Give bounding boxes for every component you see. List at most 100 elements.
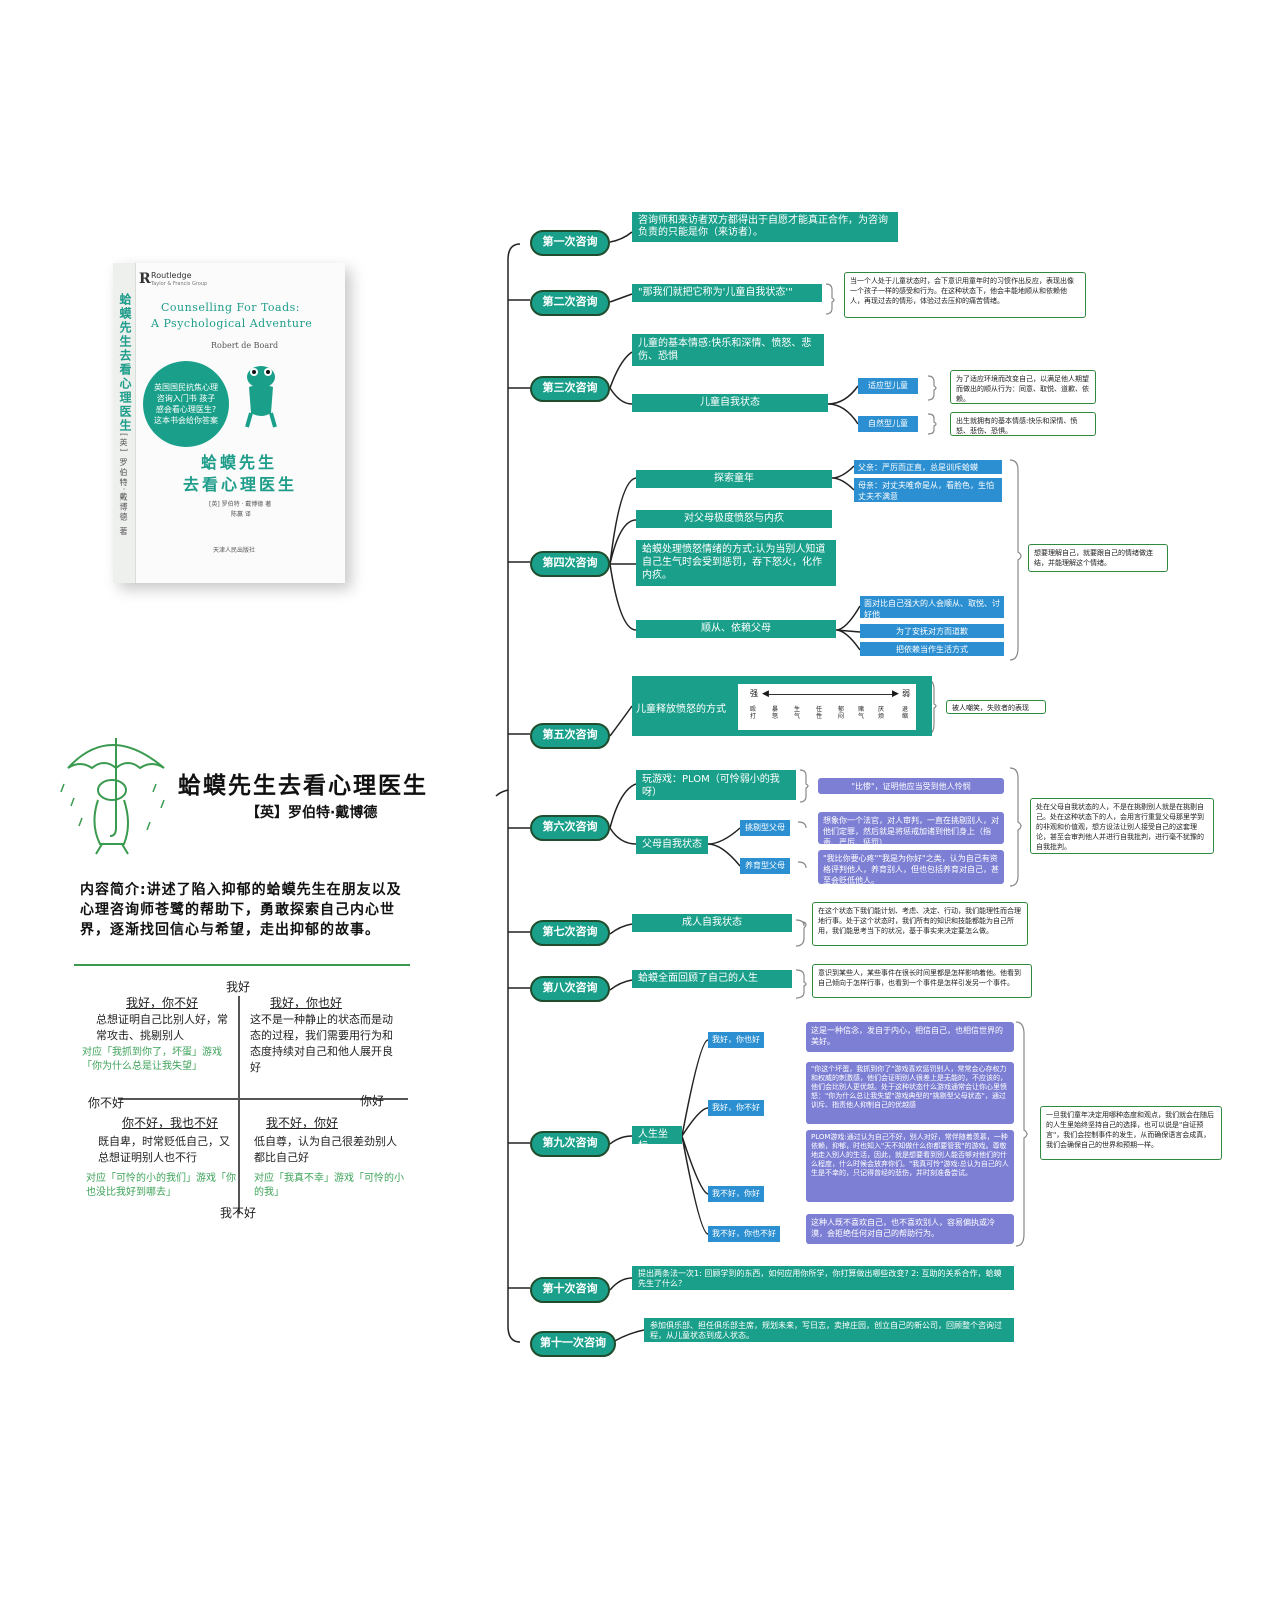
quad-q4-note: 对应「我真不幸」游戏「可怜的小的我」 xyxy=(254,1173,404,1198)
s4-obey-stronger[interactable]: 面对比自己强大的人会顺从、取悦、讨好他 xyxy=(860,596,1004,619)
page-author: 【英】罗伯特·戴博德 xyxy=(246,805,378,821)
press: 天津人民出版社 xyxy=(213,547,256,554)
session-10-node[interactable]: 第十次咨询 xyxy=(530,1277,610,1303)
s5-scale-item: 郁闷 xyxy=(838,706,845,720)
s5-release-anger-label: 儿童释放愤怒的方式 xyxy=(636,704,726,715)
s3-adapted-child-note: 为了适应环境而改变自己，以满足他人期望而做出的顺从行为：同意、取悦、道歉、依赖。 xyxy=(950,370,1096,404)
s3-natural-child-note: 出生就拥有的基本情感:快乐和深情、愤怒、悲伤、恐惧。 xyxy=(950,412,1096,436)
s6-nurturing-parent[interactable]: 养育型父母 xyxy=(740,858,790,874)
s6-critical-parent-note: 想象你一个法官，对人审判，一直在挑剔别人，对他们定罪，然后就是将惩戒加诸到他们身… xyxy=(818,812,1004,847)
quad-q4-title: 我不好，你好 xyxy=(266,1116,339,1130)
s5-note: 被人嘲笑，失败者的表现 xyxy=(946,700,1046,714)
session-11-node[interactable]: 第十一次咨询 xyxy=(530,1331,616,1357)
s4-mother[interactable]: 母亲：对丈夫唯命是从，看脸色，生怕丈夫不满意 xyxy=(854,478,1002,502)
quad-vertical-axis xyxy=(238,996,240,1214)
s11-topic[interactable]: 参加俱乐部、担任俱乐部主席，规划未来，写日志，卖掉庄园，创立自己的新公司，回顾整… xyxy=(644,1318,1014,1342)
session-1-node[interactable]: 第一次咨询 xyxy=(530,230,610,256)
session-9-node[interactable]: 第九次咨询 xyxy=(530,1131,610,1157)
translator: 陈赢 译 xyxy=(231,511,251,518)
routledge-logo-icon: R xyxy=(139,271,151,287)
publisher-en-sub: Taylor & Francis Group xyxy=(151,281,208,287)
s9-notok-ok-text: PLOM游戏:通过认为自己不好，别人对好，常伴随着羡慕，一种依赖，抑郁，时也知入… xyxy=(806,1130,1014,1202)
s8-note: 意识到某些人，某些事件在很长时间里都是怎样影响着他。他看到自己倾向于怎样行事，也… xyxy=(812,964,1032,998)
session-7-node[interactable]: 第七次咨询 xyxy=(530,920,610,946)
s5-arrow-left-icon: ◀ xyxy=(762,689,769,699)
session-5-node[interactable]: 第五次咨询 xyxy=(530,723,610,749)
s9-ok-ok-text: 这是一种信念，发自于内心，相信自己，也相信世界的美好。 xyxy=(806,1022,1014,1052)
title-cn-1: 蛤蟆先生 xyxy=(201,453,278,472)
quad-left-axis-label: 你不好 xyxy=(88,1096,125,1110)
s5-scale-item: 暴怒 xyxy=(772,706,779,720)
quad-bottom-axis-label: 我不好 xyxy=(220,1206,257,1220)
session-6-node[interactable]: 第六次咨询 xyxy=(530,815,610,841)
s9-note: 一旦我们童年决定用哪种态度和观点，我们就会在随后的人生里始终坚持自己的选择，也可… xyxy=(1040,1106,1222,1160)
quad-horizontal-axis xyxy=(118,1098,408,1100)
book-cover: 朗 读 R Routledge Taylor & Francis Group C… xyxy=(113,263,345,583)
quad-top-axis-label: 我好 xyxy=(226,980,251,994)
quad-q2-title: 我好，你也好 xyxy=(270,996,343,1010)
s1-topic[interactable]: 咨询师和来访者双方都得出于自愿才能真正合作，为咨询负责的只能是你（来访者）。 xyxy=(632,212,898,242)
quad-right-axis-label: 你好 xyxy=(360,1094,385,1108)
s9-ok-notok-text: "你这个坏蛋，我抓到你了"游戏喜欢惩罚别人，常常会心存权力和权威的刺激感，他们会… xyxy=(806,1062,1014,1124)
quad-q1-title: 我好，你不好 xyxy=(126,996,199,1010)
quad-q2-text: 这不是一种静止的状态而是动态的过程，我们需要用行为和态度持续对自己和他人展开良好 xyxy=(250,1013,393,1074)
s6-note: 处在父母自我状态的人，不是在挑剔别人就是在挑剔自己。处在这种状态下的人，会用言行… xyxy=(1030,798,1214,854)
s5-scale-arrow xyxy=(766,694,896,695)
s9-notok-notok[interactable]: 我不好，你也不好 xyxy=(708,1226,780,1242)
toad-illustration-icon xyxy=(245,366,277,428)
s9-ok-notok[interactable]: 我好，你不好 xyxy=(708,1100,764,1116)
s2-topic[interactable]: "那我们就把它称为'儿童自我状态'" xyxy=(632,284,822,302)
s10-topic[interactable]: 提出两条法一次1: 回顾学到的东西，如何应用你所学，你打算做出哪些改变? 2: … xyxy=(632,1266,1014,1290)
s9-ok-ok[interactable]: 我好，你也好 xyxy=(708,1032,764,1048)
s6-plom-game[interactable]: 玩游戏：PLOM（可怜弱小的我呀） xyxy=(636,770,796,800)
s5-scale-item: 赌气 xyxy=(858,706,865,720)
summary-text: 内容简介:讲述了陷入抑郁的蛤蟆先生在朋友以及心理咨询师苍鹭的帮助下，勇敢探索自己… xyxy=(80,882,402,938)
s6-compare-misery[interactable]: "比惨"，证明他应当受到他人怜悯 xyxy=(818,778,1004,794)
session-4-node[interactable]: 第四次咨询 xyxy=(530,551,610,577)
umbrella-toad-icon xyxy=(60,738,165,855)
s7-adult-ego-state[interactable]: 成人自我状态 xyxy=(632,914,792,932)
spine-title: 蛤蟆先生去看心理医生 xyxy=(118,293,132,433)
s4-anger-guilt[interactable]: 对父母极度愤怒与内疚 xyxy=(636,510,832,528)
quad-q3-note: 对应「可怜的小的我们」游戏「你也没比我好到哪去」 xyxy=(86,1173,236,1198)
session-8-node[interactable]: 第八次咨询 xyxy=(530,976,610,1002)
s4-toad-anger-handling[interactable]: 蛤蟆处理愤怒情绪的方式:认为当别人知道自己生气时会受到惩罚，吞下怒火，化作内疚。 xyxy=(636,540,836,586)
s3-natural-child[interactable]: 自然型儿童 xyxy=(858,416,918,432)
summary-divider xyxy=(74,964,410,966)
title-cn-2: 去看心理医生 xyxy=(183,475,298,494)
s4-father[interactable]: 父亲：严厉而正直，总是训斥蛤蟆 xyxy=(854,460,1002,474)
s6-parent-ego-state[interactable]: 父母自我状态 xyxy=(636,836,708,854)
session-2-node[interactable]: 第二次咨询 xyxy=(530,290,610,316)
s5-scale-item: 生气 xyxy=(794,706,801,720)
s7-note: 在这个状态下我们能计划、考虑、决定、行动，我们能理性而合理地行事。处于这个状态时… xyxy=(812,902,1028,946)
s4-explore-childhood[interactable]: 探索童年 xyxy=(636,470,832,488)
s6-critical-parent[interactable]: 挑剔型父母 xyxy=(740,820,790,836)
s9-life-position[interactable]: 人生坐标 xyxy=(632,1126,682,1152)
title-en-1: Counselling For Toads: xyxy=(161,301,301,314)
s5-arrow-right-icon: ▶ xyxy=(892,689,899,699)
quad-q3-text: 既自卑，时常贬低自己，又总想证明别人也不行 xyxy=(98,1135,230,1164)
author-cn: [英] 罗伯特 · 戴博德 著 xyxy=(209,501,272,508)
session-3-node[interactable]: 第三次咨询 xyxy=(530,376,610,402)
s5-scale-item: 厌烦 xyxy=(878,706,885,720)
promo-badge: 英国国民抗焦心理咨询入门书 孩子感会看心理医生? 这本书会给你答案 xyxy=(143,361,229,447)
quad-q4-text: 低自尊，认为自己很差劲别人都比自己好 xyxy=(254,1135,397,1164)
quad-q3-title: 你不好，我也不好 xyxy=(122,1116,219,1130)
s4-note: 想要理解自己，就要跟自己的情绪做连结，并能理解这个情绪。 xyxy=(1028,544,1168,572)
quad-q1-text: 总想证明自己比别人好，常常攻击、挑剔别人 xyxy=(96,1013,228,1042)
s9-notok-ok[interactable]: 我不好，你好 xyxy=(708,1186,764,1202)
s4-obey-depend[interactable]: 顺从、依赖父母 xyxy=(636,620,836,638)
s3-child-ego-state[interactable]: 儿童自我状态 xyxy=(632,394,828,412)
s9-notok-notok-text: 这种人既不喜欢自己，也不喜欢别人，容易偏执或冷漠，会拒绝任何对自己的帮助行为。 xyxy=(806,1214,1014,1244)
badge-text: 英国国民抗焦心理咨询入门书 孩子感会看心理医生? 这本书会给你答案 xyxy=(154,383,218,425)
author-en: Robert de Board xyxy=(211,341,279,350)
s4-apologize[interactable]: 为了安抚对方而道歉 xyxy=(860,624,1004,638)
s6-nurturing-parent-note: "我比你要心疼""我是为你好"之类，认为自己有资格评判他人，养育别人，但也包括养… xyxy=(818,850,1004,885)
s4-dependence[interactable]: 把依赖当作生活方式 xyxy=(860,642,1004,656)
s5-scale-panel: 强 弱 ◀ ▶ 殴打 暴怒 生气 任性 郁闷 赌气 厌烦 退缩 xyxy=(738,684,916,730)
s3-basic-emotions[interactable]: 儿童的基本情感:快乐和深情、愤怒、悲伤、恐惧 xyxy=(632,334,824,366)
s8-life-review[interactable]: 蛤蟆全面回顾了自己的人生 xyxy=(632,970,792,988)
s3-adapted-child[interactable]: 适应型儿童 xyxy=(858,378,918,394)
quadrant-chart: 我好 我不好 你不好 你好 我好，你不好 总想证明自己比别人好，常常攻击、挑剔别… xyxy=(78,978,418,1223)
